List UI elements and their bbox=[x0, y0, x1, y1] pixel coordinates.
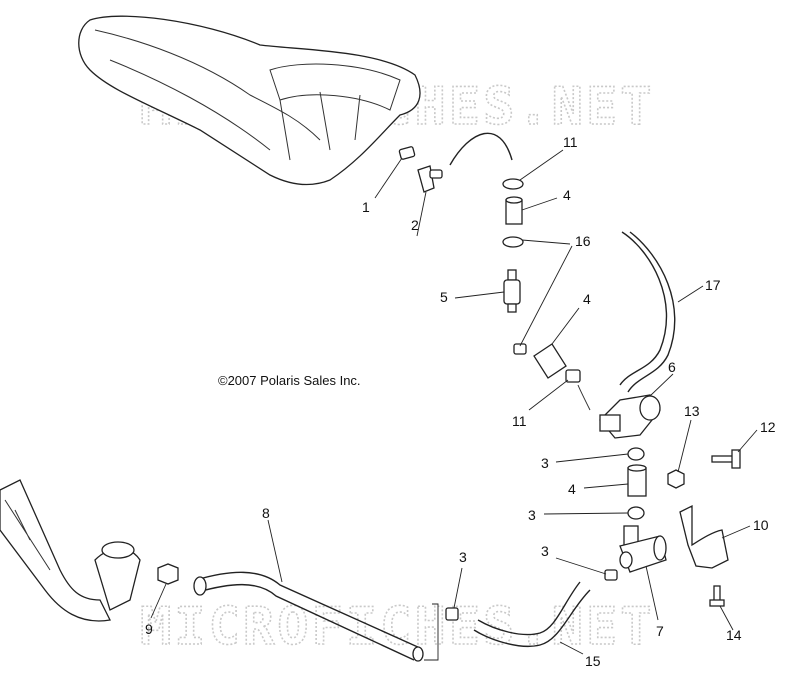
part-16-clamp bbox=[502, 236, 524, 248]
callout-12: 12 bbox=[760, 419, 776, 435]
callout-9: 9 bbox=[145, 621, 153, 637]
callout-13: 13 bbox=[684, 403, 700, 419]
leader-lines bbox=[150, 149, 758, 661]
callout-1: 1 bbox=[362, 199, 370, 215]
part-11-clamp-top bbox=[502, 178, 524, 190]
callout-3-c: 3 bbox=[541, 543, 549, 559]
callout-11-top: 11 bbox=[563, 134, 578, 150]
callout-17: 17 bbox=[705, 277, 721, 293]
part-3-clamp-a bbox=[627, 447, 645, 461]
part-3-clamp-c bbox=[604, 569, 618, 581]
part-16-clamp-lower bbox=[513, 343, 527, 355]
part-11-clamp-lower bbox=[565, 369, 581, 383]
part-8-tube bbox=[193, 571, 424, 662]
part-13-nut bbox=[667, 469, 685, 489]
callout-3-d: 3 bbox=[459, 549, 467, 565]
part-2-elbow-fitting bbox=[417, 165, 443, 193]
callout-3-a: 3 bbox=[541, 455, 549, 471]
callout-6: 6 bbox=[668, 359, 676, 375]
part-4-sleeve-top bbox=[505, 196, 523, 225]
part-12-bolt bbox=[711, 449, 741, 469]
copyright-notice: ©2007 Polaris Sales Inc. bbox=[218, 373, 361, 388]
vent-hose-top bbox=[449, 132, 513, 166]
part-15-hose bbox=[473, 589, 591, 647]
callout-10: 10 bbox=[753, 517, 769, 533]
callout-2: 2 bbox=[411, 217, 419, 233]
callout-7: 7 bbox=[656, 623, 664, 639]
callout-8: 8 bbox=[262, 505, 270, 521]
callout-14: 14 bbox=[726, 627, 742, 643]
watermark-bottom: MICROFICHES.NET bbox=[140, 597, 655, 657]
callout-15: 15 bbox=[585, 653, 601, 669]
callout-labels: 1 2 11 4 16 5 4 17 6 11 13 12 3 4 3 10 3… bbox=[145, 134, 776, 669]
part-3-clamp-d bbox=[445, 607, 459, 621]
exhaust-pipe bbox=[0, 479, 141, 622]
callout-4-top: 4 bbox=[563, 187, 571, 203]
part-4-sleeve-mid bbox=[533, 343, 567, 379]
part-4-sleeve-lower bbox=[627, 464, 647, 497]
callout-16: 16 bbox=[575, 233, 591, 249]
callout-5: 5 bbox=[440, 289, 448, 305]
part-3-clamp-b bbox=[627, 506, 645, 520]
part-9-nut bbox=[157, 563, 179, 585]
part-14-bolt bbox=[709, 585, 725, 607]
part-17-hose bbox=[619, 231, 668, 386]
callout-3-b: 3 bbox=[528, 507, 536, 523]
callout-4-mid: 4 bbox=[583, 291, 591, 307]
part-7-valve bbox=[619, 525, 667, 573]
callout-4-lower: 4 bbox=[568, 481, 576, 497]
part-6-solenoid bbox=[577, 384, 661, 439]
part-10-bracket bbox=[679, 504, 729, 569]
airbox-housing bbox=[78, 15, 421, 186]
part-5-check-valve bbox=[503, 269, 521, 313]
part-1-grommet bbox=[398, 146, 416, 160]
callout-11-lower: 11 bbox=[512, 413, 527, 429]
